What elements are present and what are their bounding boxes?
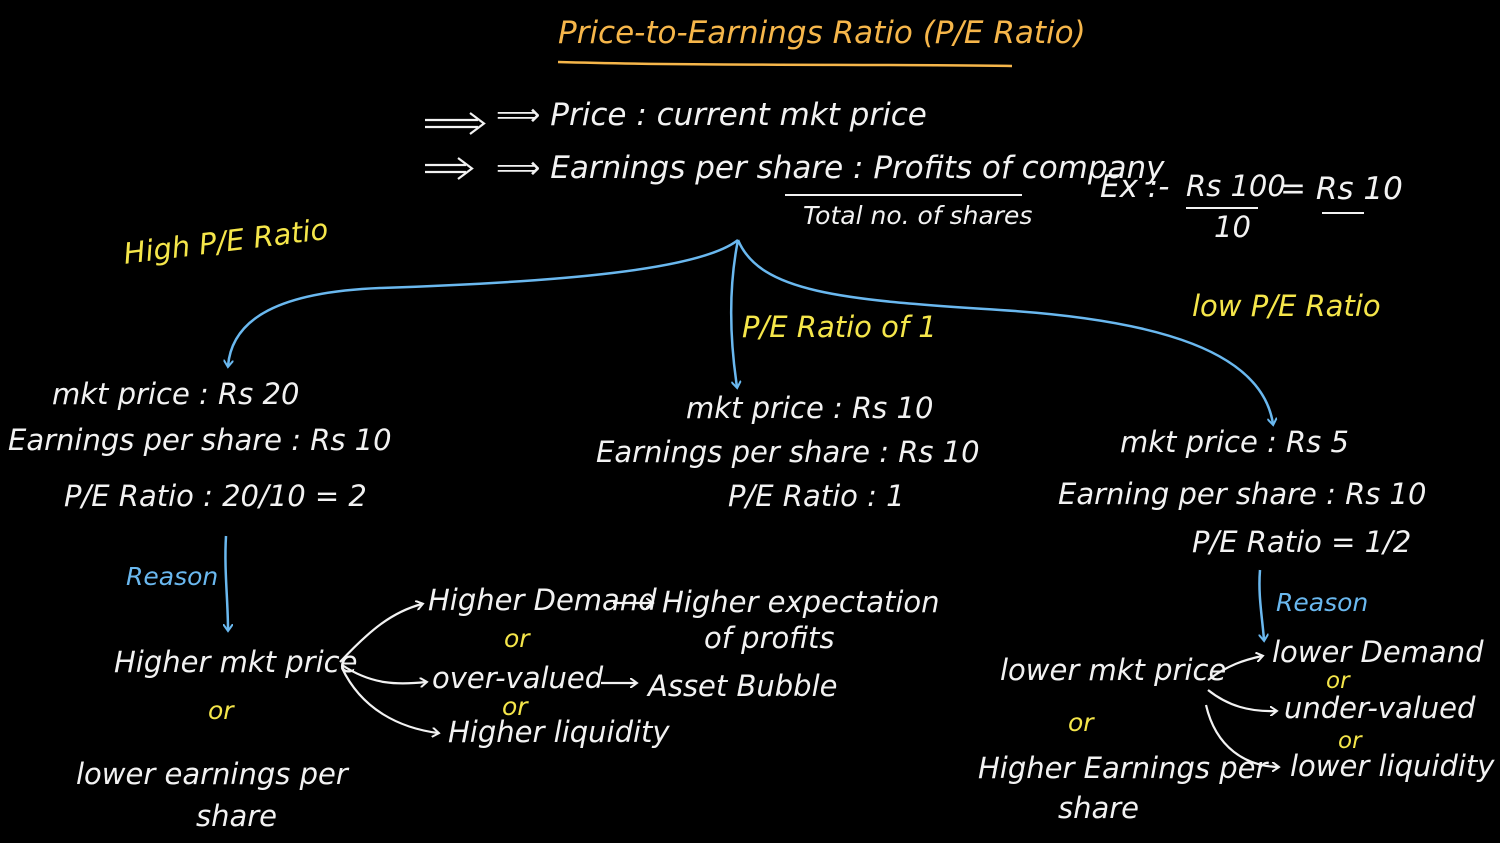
high-arrow-overvalued <box>341 664 426 683</box>
low-outcome-demand: lower Demand <box>1272 635 1484 669</box>
low-or-1: or <box>1326 668 1350 694</box>
one-mkt-price: mkt price : Rs 10 <box>686 391 934 425</box>
example-result: = Rs 10 <box>1280 171 1403 207</box>
low-cause-higher-eps-share: share <box>1058 791 1140 825</box>
reason-arrow-high <box>225 535 228 630</box>
high-cause-lower-eps: lower earnings per <box>76 757 348 791</box>
definition-eps-denominator: Total no. of shares <box>803 201 1033 230</box>
high-outcome-asset-bubble: Asset Bubble <box>648 669 838 703</box>
high-outcome-expectation: Higher expectation <box>662 585 940 619</box>
low-or-2: or <box>1338 728 1362 754</box>
low-outcome-undervalued: under-valued <box>1284 691 1476 725</box>
low-mkt-price: mkt price : Rs 5 <box>1120 425 1349 459</box>
high-ratio: P/E Ratio : 20/10 = 2 <box>64 479 367 513</box>
one-ratio: P/E Ratio : 1 <box>728 479 905 513</box>
low-cause-lower-price: lower mkt price <box>1000 653 1227 687</box>
low-reason-label: Reason <box>1276 588 1369 617</box>
example-numerator: Rs 100 <box>1186 169 1286 203</box>
definition-eps: ⟹ Earnings per share : Profits of compan… <box>496 150 1165 186</box>
branch-arrow-low <box>736 239 1273 424</box>
reason-arrow-low <box>1258 569 1264 640</box>
high-eps: Earnings per share : Rs 10 <box>8 423 392 457</box>
low-eps: Earning per share : Rs 10 <box>1058 477 1427 511</box>
branch-arrow-one <box>729 239 738 387</box>
low-ratio: P/E Ratio = 1/2 <box>1192 525 1412 559</box>
heading-pe-one: P/E Ratio of 1 <box>742 310 937 344</box>
high-cause-higher-price: Higher mkt price <box>114 645 358 679</box>
branch-arrow-high <box>228 239 739 366</box>
high-or-1: or <box>504 624 530 653</box>
definition-arrow-price <box>425 112 486 135</box>
high-reason-label: Reason <box>126 562 219 591</box>
high-cause-lower-eps-share: share <box>196 799 278 833</box>
high-outcome-expectation-profits: of profits <box>704 621 835 655</box>
low-arrow-liquidity <box>1204 704 1278 767</box>
low-or: or <box>1068 708 1094 737</box>
one-eps: Earnings per share : Rs 10 <box>596 435 980 469</box>
high-outcome-liquidity: Higher liquidity <box>448 715 670 749</box>
heading-low-pe: low P/E Ratio <box>1192 289 1381 323</box>
example-denominator: 10 <box>1214 210 1251 244</box>
title-underline <box>557 60 1013 68</box>
low-arrow-undervalued <box>1207 689 1276 711</box>
high-outcome-overvalued: over-valued <box>432 661 604 695</box>
page-title: Price-to-Earnings Ratio (P/E Ratio) <box>558 15 1086 51</box>
example-prefix: Ex :- <box>1100 169 1170 205</box>
high-mkt-price: mkt price : Rs 20 <box>52 377 300 411</box>
high-arrow-demand <box>339 604 422 663</box>
definition-price: ⟹ Price : current mkt price <box>496 97 927 133</box>
high-outcome-demand: Higher Demand <box>428 583 657 617</box>
high-arrow-liquidity <box>341 667 438 733</box>
high-or: or <box>208 696 234 725</box>
definition-arrow-eps <box>425 157 474 180</box>
low-cause-higher-eps: Higher Earnings per <box>978 751 1268 785</box>
low-outcome-liquidity: lower liquidity <box>1290 749 1495 783</box>
high-or-2: or <box>502 692 528 721</box>
low-arrow-demand <box>1207 656 1262 681</box>
